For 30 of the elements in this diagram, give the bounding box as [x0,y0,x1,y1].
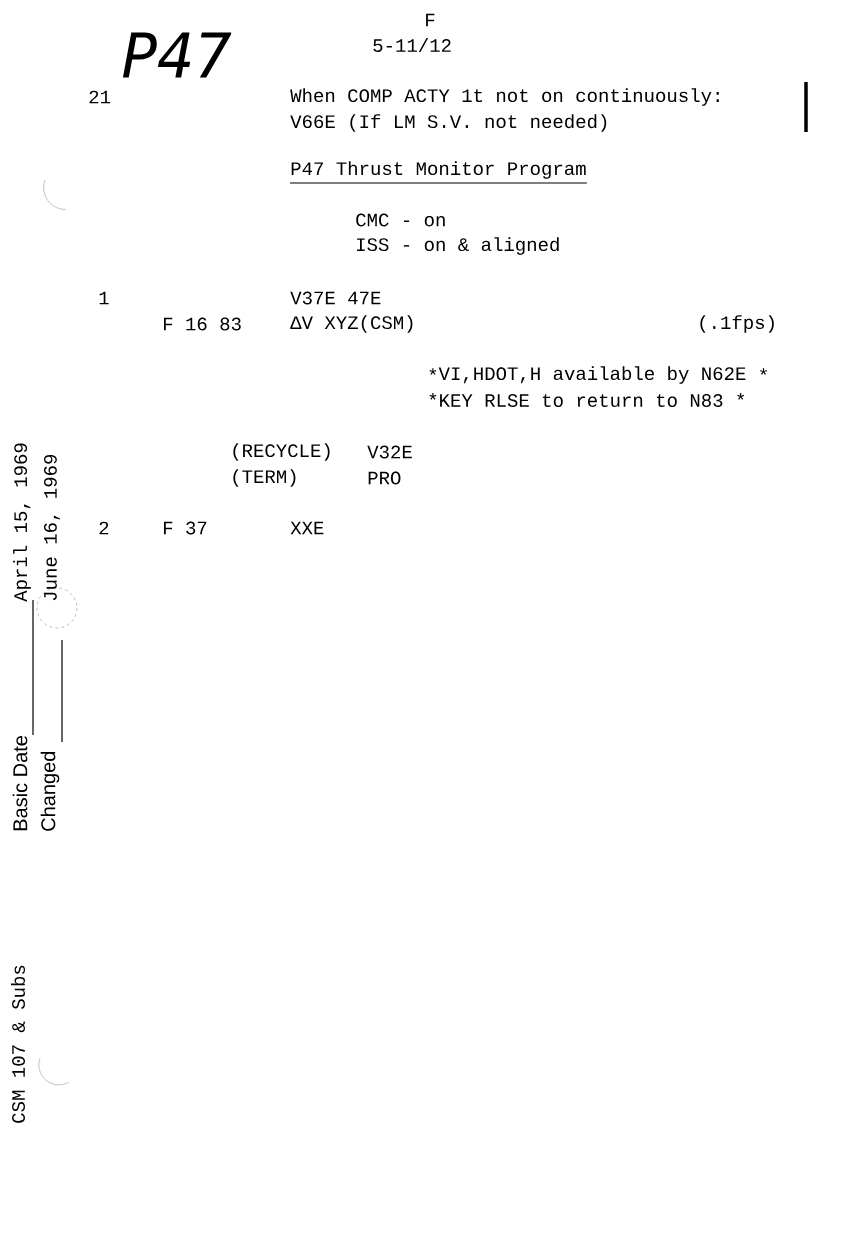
document-code: CSM 107 & Subs [11,965,25,1123]
date-text: June 16, 1969 [43,454,61,601]
underlined-heading: P47 Thrust Monitor Program [289,161,588,184]
form-label: Changed [40,751,60,831]
typed-text: 2 [99,521,109,535]
typed-text: (.1fps) [700,315,774,333]
handwritten-label: P47 [122,32,232,78]
typed-text: XXE [290,521,324,535]
typed-text: *KEY RLSE to return to N83 * [429,393,745,407]
form-label: Basic Date [12,736,28,831]
typed-text: V32E [367,445,412,459]
typed-text: V66E (If LM S.V. not needed) [290,114,607,132]
asterisk: * [760,368,767,375]
typed-text: F [426,13,435,27]
typed-text: When COMP ACTY 1t not on continuously: [290,88,719,106]
typed-text: F 37 [164,521,207,535]
typed-text: CMC - on [356,213,445,227]
typed-text: VI,HDOT,H available by N62E [438,366,746,384]
typed-text: ISS - on & aligned [357,237,559,255]
typed-text: V37E 47E [290,291,381,305]
typed-text: (TERM) [233,469,296,487]
typed-text: 1 [99,291,109,305]
typed-text: 21 [89,90,111,104]
date-text: April 15, 1969 [13,443,31,602]
typed-text: PRO [368,471,401,485]
typed-text: 5-11/12 [373,38,451,52]
asterisk: * [429,368,437,375]
typed-text: (RECYCLE) [233,443,330,461]
typed-text: F 16 83 [164,317,241,331]
typed-text: ΔV XYZ(CSM) [290,315,413,333]
